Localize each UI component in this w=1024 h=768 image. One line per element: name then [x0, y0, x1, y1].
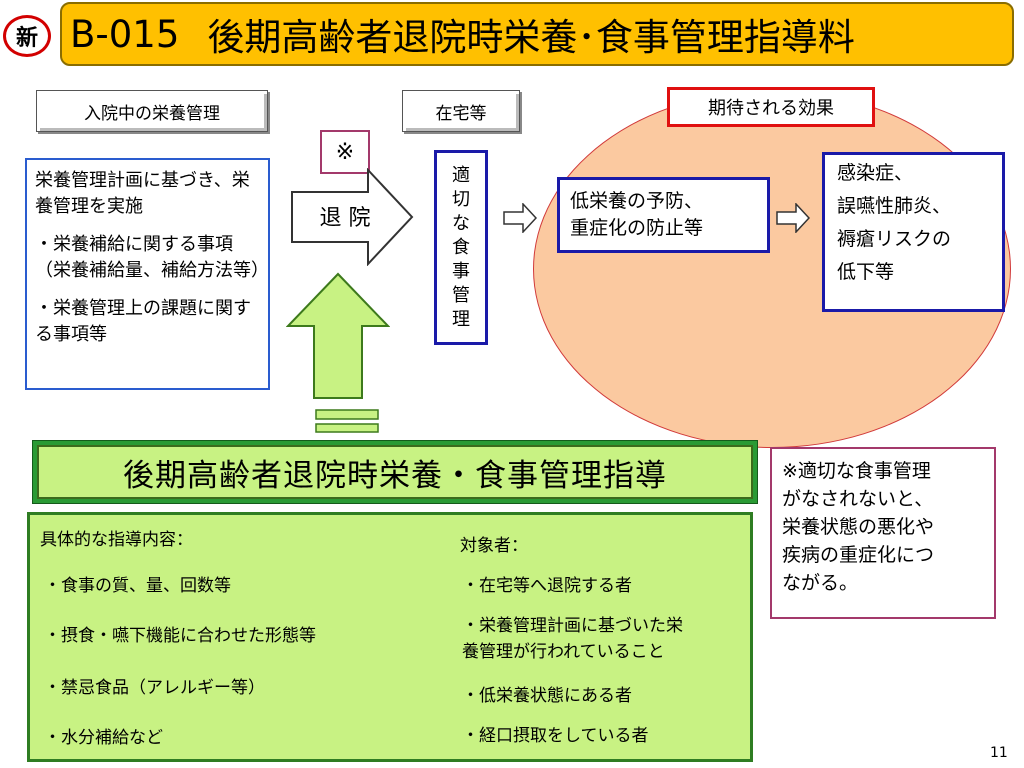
prevention-line-1: 低栄養の予防、: [570, 190, 704, 212]
right-arrow-icon: [776, 203, 810, 233]
expected-effect-label: 期待される効果: [667, 87, 875, 127]
page-number: 11: [990, 745, 1008, 761]
inpatient-item-3: ・栄養管理上の課題に関する事項等: [35, 298, 251, 345]
note-line: 疾病の重症化につ: [782, 544, 935, 566]
new-badge: 新: [3, 15, 51, 57]
discharge-arrow: [291, 168, 414, 266]
guidance-panel: 具体的な指導内容： ・食事の質、量、回数等 ・摂食・嚥下機能に合わせた形態等 ・…: [27, 512, 753, 762]
title-text: 後期高齢者退院時栄養･食事管理指導料: [207, 16, 855, 59]
target-header: 対象者：: [460, 536, 528, 556]
target-item: ・栄養管理計画に基づいた栄: [462, 616, 683, 636]
prevention-line-2: 重症化の防止等: [570, 217, 704, 239]
warning-note-box: ※適切な食事管理 がなされないと、 栄養状態の悪化や 疾病の重症化につ ながる。: [770, 447, 996, 619]
proper-diet-management-box: 適 切 な 食 事 管 理: [434, 150, 488, 345]
main-guidance-label: 後期高齢者退院時栄養・食事管理指導: [32, 440, 758, 504]
inpatient-item-2: ・栄養補給に関する事項（栄養補給量、補給方法等）: [35, 234, 269, 281]
inpatient-nutrition-box: 栄養管理計画に基づき、栄養管理を実施 ・栄養補給に関する事項（栄養補給量、補給方…: [25, 158, 270, 390]
vertical-char: 切: [452, 188, 470, 210]
guidance-item: ・禁忌食品（アレルギー等）: [44, 678, 265, 698]
left-header: 入院中の栄養管理: [36, 90, 268, 132]
note-line: ながる。: [782, 572, 859, 594]
inpatient-item-1: 栄養管理計画に基づき、栄養管理を実施: [35, 170, 250, 217]
target-item-cont: 養管理が行われていること: [462, 642, 665, 662]
target-item: ・低栄養状態にある者: [462, 686, 632, 706]
guidance-item: ・食事の質、量、回数等: [44, 576, 231, 596]
vertical-char: 事: [452, 260, 470, 282]
risk-reduction-box: 感染症、 誤嚥性肺炎、 褥瘡リスクの 低下等: [822, 152, 1005, 312]
note-line: 栄養状態の悪化や: [782, 516, 935, 538]
target-item: ・在宅等へ退院する者: [462, 576, 632, 596]
vertical-char: な: [452, 212, 470, 234]
risk-line-4: 低下等: [837, 261, 895, 283]
prevention-box: 低栄養の予防、 重症化の防止等: [557, 177, 770, 253]
guidance-item: ・水分補給など: [44, 728, 163, 748]
target-item: ・経口摂取をしている者: [462, 726, 649, 746]
note-line: ※適切な食事管理: [782, 460, 931, 482]
risk-line-3: 褥瘡リスクの: [837, 228, 952, 250]
right-arrow-icon: [503, 203, 537, 233]
note-mark: ※: [320, 130, 370, 174]
risk-line-2: 誤嚥性肺炎、: [837, 195, 952, 217]
center-header: 在宅等: [402, 90, 520, 132]
title-bar: B-015 後期高齢者退院時栄養･食事管理指導料: [60, 2, 1014, 66]
note-line: がなされないと、: [782, 488, 934, 510]
guidance-item: ・摂食・嚥下機能に合わせた形態等: [44, 626, 316, 646]
title-code: B-015: [70, 12, 180, 56]
vertical-char: 理: [452, 308, 470, 330]
vertical-char: 食: [452, 236, 470, 258]
risk-line-1: 感染症、: [837, 162, 914, 184]
vertical-char: 適: [452, 164, 470, 186]
guidance-header: 具体的な指導内容：: [40, 530, 193, 550]
vertical-char: 管: [452, 284, 470, 306]
discharge-label: 退 院: [319, 206, 371, 231]
main-guidance-text: 後期高齢者退院時栄養・食事管理指導: [37, 445, 753, 499]
up-arrow: [286, 272, 390, 433]
